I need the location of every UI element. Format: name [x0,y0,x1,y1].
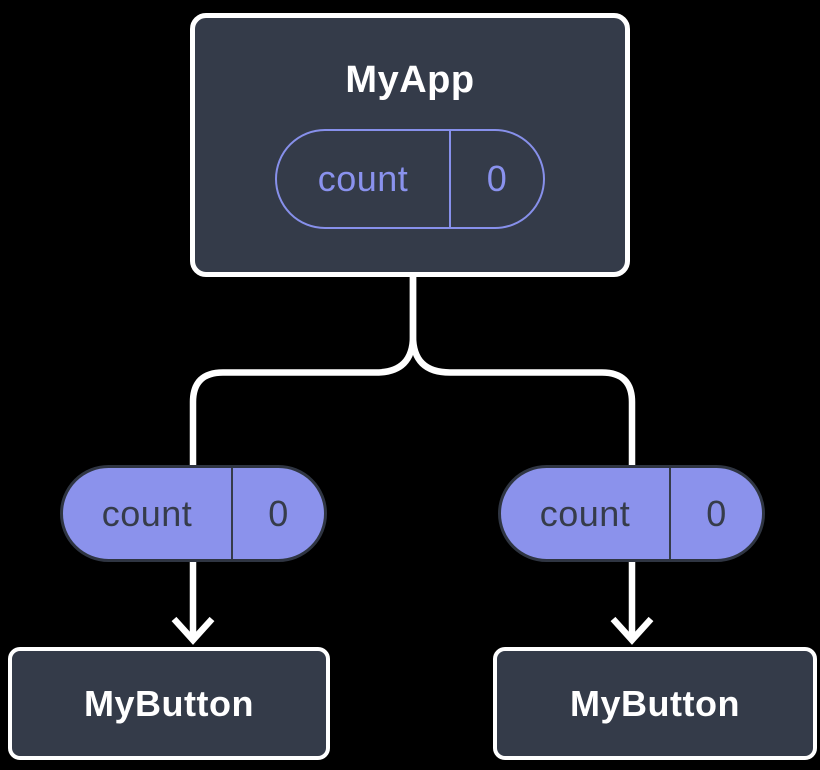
child-node-mybutton-right: MyButton [493,647,817,760]
root-node-myapp: MyApp count 0 [190,13,630,277]
pill-value: 0 [449,131,543,227]
arrow-down-icon [610,616,654,645]
pill-label: count [101,492,193,534]
child-node-mybutton-left: MyButton [8,647,330,760]
pill-label: count [539,492,631,534]
state-pill-left: count 0 [60,465,327,562]
node-title: MyButton [84,682,254,724]
state-pill-root: count 0 [275,129,545,229]
arrow-down-icon [171,616,215,645]
branch-left-line [189,274,417,470]
node-title: MyButton [570,682,740,724]
branch-right-line [409,274,636,470]
pill-label: count [317,158,409,199]
pill-value: 0 [669,468,762,559]
pill-value: 0 [231,468,324,559]
node-title: MyApp [345,59,475,101]
state-pill-right: count 0 [498,465,765,562]
